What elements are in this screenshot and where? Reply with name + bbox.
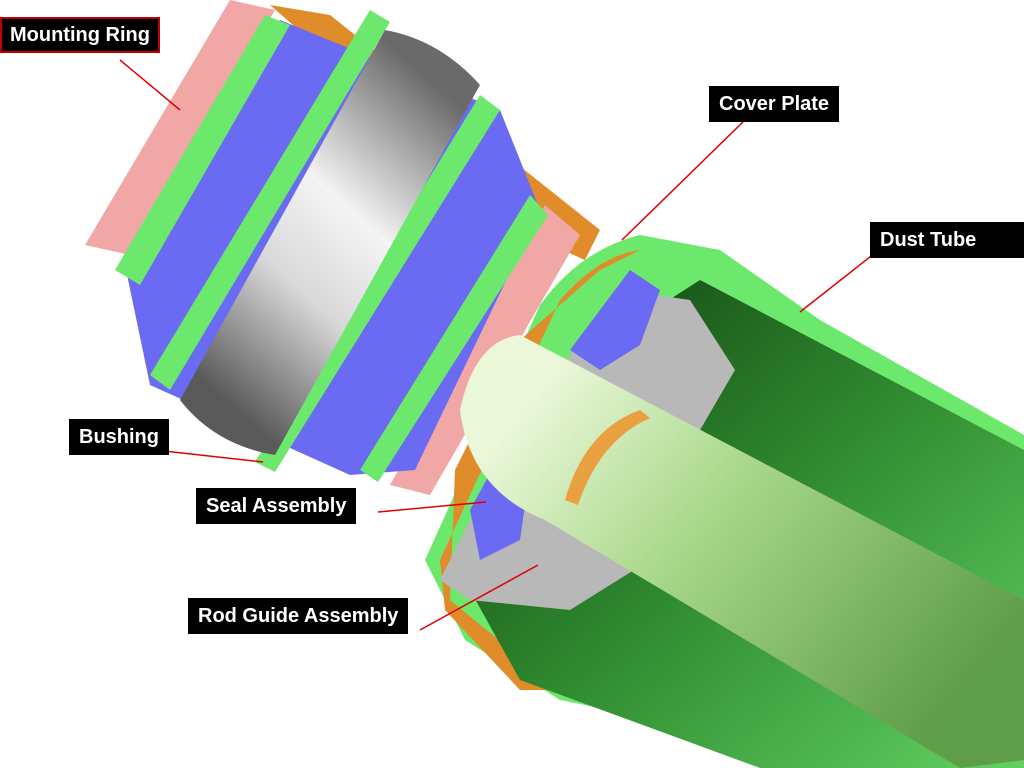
dust-tube-label: Dust Tube (870, 222, 1024, 258)
leader-mounting-ring (119, 59, 181, 111)
leader-lines (119, 59, 876, 631)
green-band-2 (150, 10, 390, 390)
bushing-label: Bushing (69, 419, 169, 455)
leader-cover-plate (621, 119, 746, 241)
rod-ring (565, 410, 650, 505)
green-band-1 (115, 15, 290, 285)
mounting-pin (180, 30, 480, 455)
leader-rod-guide (419, 564, 539, 631)
rod-guide-assembly-label: Rod Guide Assembly (188, 598, 409, 634)
seal-assembly-label: Seal Assembly (196, 488, 357, 524)
cover-plate (440, 250, 640, 690)
cover-plate-label: Cover Plate (709, 86, 840, 122)
leader-bushing (154, 449, 264, 463)
green-band-4 (360, 195, 548, 482)
seal-upper (570, 270, 660, 370)
mounting-eye-assembly (85, 0, 600, 495)
shock-body-assembly (425, 235, 1024, 768)
mounting-ring-left (85, 0, 275, 255)
leader-seal-assembly (377, 501, 487, 513)
mounting-ring-label: Mounting Ring (0, 17, 160, 53)
leader-dust-tube (799, 252, 876, 313)
